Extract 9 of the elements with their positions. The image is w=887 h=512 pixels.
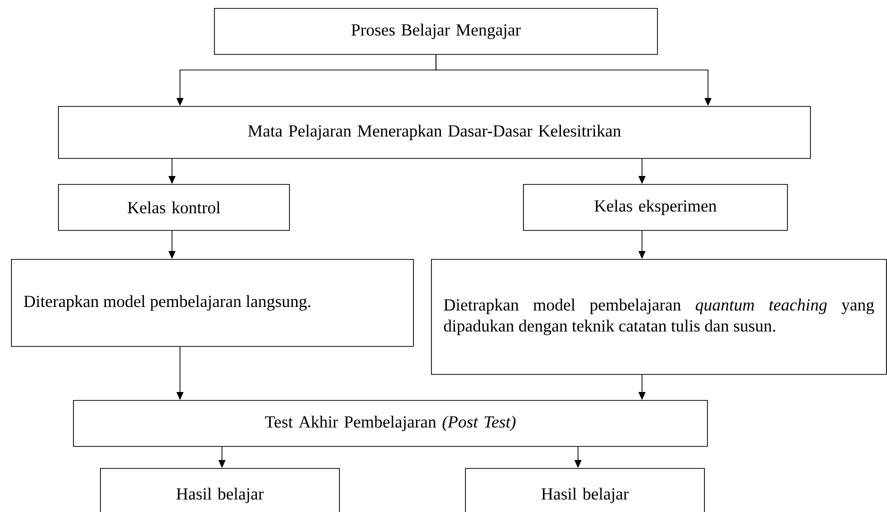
process-box: Hasil belajar (100, 468, 340, 512)
process-box: Hasil belajar (465, 468, 705, 512)
process-box: Mata Pelajaran Menerapkan Dasar-Dasar Kelesitrikan (58, 106, 811, 159)
process-box: Kelas eksperimen (523, 184, 788, 231)
process-box: Proses Belajar Mengajar (214, 8, 658, 55)
process-box: Diterapkan model pembelajaran langsung. (11, 259, 414, 347)
process-box: Test Akhir Pembelajaran (Post Test) (73, 400, 708, 447)
process-box: Dietrapkan model pembelajaran quantum teaching yang dipadukan dengan teknik catatan tulis dan susun. (431, 259, 887, 375)
process-box: Kelas kontrol (58, 184, 290, 231)
